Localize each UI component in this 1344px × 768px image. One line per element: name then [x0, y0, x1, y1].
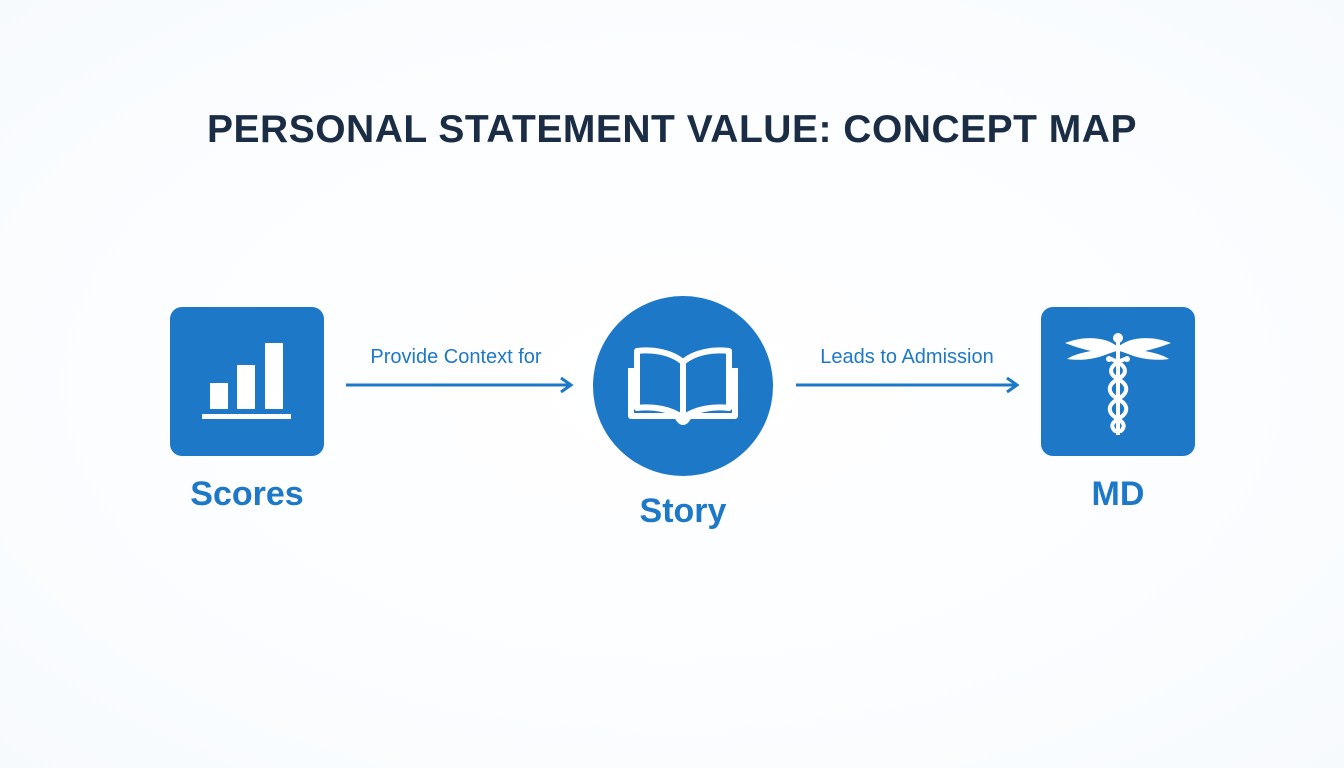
scores-label: Scores	[190, 475, 304, 513]
bar-chart-icon	[202, 343, 291, 419]
story-label: Story	[639, 492, 727, 530]
story-node	[593, 296, 773, 476]
edge-label-provide-context: Provide Context for	[370, 346, 542, 368]
edge-label-leads-to-admission: Leads to Admission	[820, 346, 994, 368]
arrow-scores-to-story	[346, 376, 574, 394]
diagram-title: PERSONAL STATEMENT VALUE: CONCEPT MAP	[207, 108, 1137, 151]
arrow-story-to-md	[796, 376, 1020, 394]
caduceus-icon	[1065, 333, 1171, 435]
md-label: MD	[1091, 475, 1145, 513]
md-node	[1041, 307, 1195, 456]
scores-node	[170, 307, 324, 456]
open-book-icon	[628, 347, 738, 425]
